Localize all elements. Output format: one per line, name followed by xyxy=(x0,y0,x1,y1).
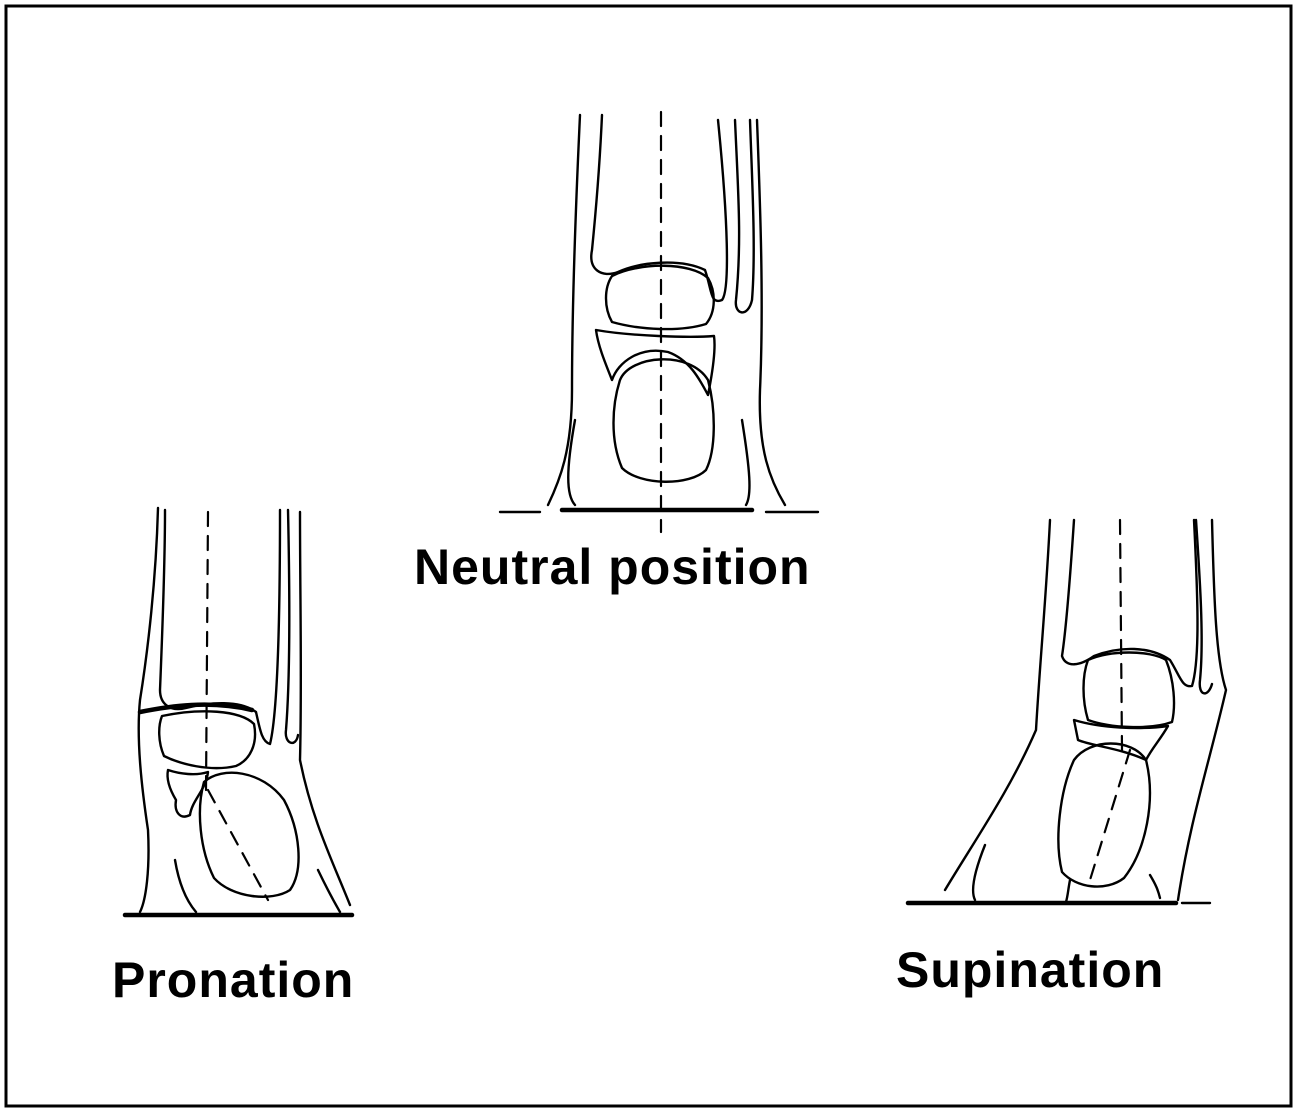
pronation-vertical-axis xyxy=(206,512,208,790)
supination-leg-outline-right xyxy=(1178,520,1226,900)
neutral-leg-outline-right xyxy=(757,120,785,505)
label-neutral-position: Neutral position xyxy=(414,542,811,592)
neutral-tibia xyxy=(591,115,727,301)
pronation-heel-axis xyxy=(208,790,268,900)
pronation-leg-outline-right xyxy=(300,512,350,905)
pronation-ankle-drawing xyxy=(125,508,352,915)
supination-heel-pad xyxy=(973,845,1160,902)
supination-leg-outline-left xyxy=(945,520,1050,890)
pronation-fibula xyxy=(286,510,298,743)
neutral-fibula xyxy=(735,120,754,312)
supination-heel-axis xyxy=(1090,750,1130,880)
supination-tibia xyxy=(1062,520,1198,686)
supination-vertical-axis xyxy=(1120,520,1122,750)
pronation-tibia xyxy=(160,510,280,744)
neutral-leg-outline-left xyxy=(548,115,580,505)
neutral-subtalar xyxy=(596,330,715,395)
supination-ankle-drawing xyxy=(908,520,1226,903)
label-supination: Supination xyxy=(896,945,1164,995)
neutral-heel-pad xyxy=(568,420,749,505)
supination-talus xyxy=(1084,653,1175,728)
label-pronation: Pronation xyxy=(112,955,354,1005)
pronation-calcaneus xyxy=(200,773,299,897)
neutral-talus xyxy=(606,266,714,329)
neutral-ankle-drawing xyxy=(500,112,818,532)
supination-calcaneus xyxy=(1058,744,1149,887)
pronation-heel-pad xyxy=(175,860,340,912)
